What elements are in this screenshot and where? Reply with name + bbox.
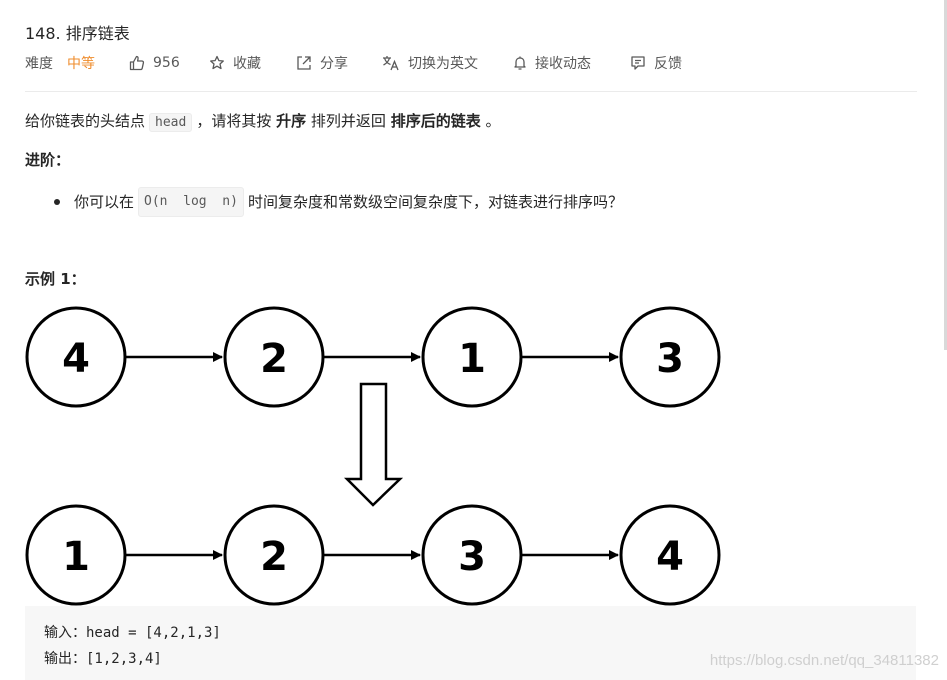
bottom-node: 2 <box>223 504 325 606</box>
difficulty: 难度 中等 <box>25 52 95 74</box>
share-icon <box>297 56 311 70</box>
top-list: 4 2 1 3 <box>25 306 721 408</box>
output-line: 输出：[1,2,3,4] <box>44 651 162 667</box>
node-value: 1 <box>62 534 90 580</box>
top-node: 2 <box>223 306 325 408</box>
node-value: 4 <box>62 336 90 382</box>
linked-list-diagram: 4 2 1 3 1 2 3 <box>25 306 721 606</box>
bullet-suffix: 时间复杂度和常数级空间复杂度下，对链表进行排序吗？ <box>247 193 623 211</box>
bottom-node: 3 <box>421 504 523 606</box>
scrollbar[interactable] <box>944 0 947 350</box>
subscribe-button[interactable]: 接收动态 <box>513 52 591 74</box>
desc-part4: 。 <box>485 112 501 130</box>
example-heading: 示例 1： <box>25 270 86 288</box>
desc-bold-sorted-list: 排序后的链表 <box>390 112 481 130</box>
subscribe-label: 接收动态 <box>535 56 591 72</box>
bottom-node: 4 <box>619 504 721 606</box>
star-icon <box>210 55 224 70</box>
bottom-list: 1 2 3 4 <box>25 504 721 606</box>
difficulty-label: 难度 <box>25 56 53 72</box>
advance-heading: 进阶： <box>25 151 71 169</box>
share-label: 分享 <box>320 56 348 72</box>
thumbs-up-icon <box>129 55 145 71</box>
share-button[interactable]: 分享 <box>296 52 348 74</box>
problem-title: 148. 排序链表 <box>25 24 130 43</box>
difficulty-value: 中等 <box>67 56 95 72</box>
desc-bold-ascending: 升序 <box>276 112 307 130</box>
favorite-button[interactable]: 收藏 <box>209 52 261 74</box>
desc-part1: 给你链表的头结点 <box>25 112 146 130</box>
top-node: 1 <box>421 306 523 408</box>
divider <box>25 91 917 92</box>
like-button[interactable]: 956 <box>129 52 180 74</box>
node-value: 3 <box>458 534 486 580</box>
top-node: 4 <box>25 306 127 408</box>
feedback-button[interactable]: 反馈 <box>630 52 682 74</box>
bottom-node: 1 <box>25 504 127 606</box>
input-line: 输入：head = [4,2,1,3] <box>44 625 221 641</box>
desc-part2: ，请将其按 <box>196 112 272 130</box>
watermark: https://blog.csdn.net/qq_34811382 <box>709 652 939 669</box>
desc-part3: 排列并返回 <box>310 112 386 130</box>
node-value: 3 <box>656 336 684 382</box>
node-value: 2 <box>260 534 288 580</box>
translate-icon <box>383 56 399 71</box>
like-count: 956 <box>153 55 180 71</box>
sort-down-arrow <box>343 382 404 507</box>
translate-button[interactable]: 切换为英文 <box>382 52 478 74</box>
top-node: 3 <box>619 306 721 408</box>
feedback-label: 反馈 <box>654 56 682 72</box>
favorite-label: 收藏 <box>233 56 261 72</box>
node-value: 2 <box>260 336 288 382</box>
feedback-icon <box>631 56 645 70</box>
node-value: 4 <box>656 534 684 580</box>
translate-label: 切换为英文 <box>408 56 478 72</box>
inline-code-head: head <box>149 113 193 132</box>
bell-icon <box>514 56 526 70</box>
node-value: 1 <box>458 336 486 382</box>
bullet-prefix: 你可以在 <box>74 193 135 211</box>
example-code-block: 输入：head = [4,2,1,3] 输出：[1,2,3,4] <box>25 606 916 680</box>
inline-code-complexity: O(n log n) <box>138 187 244 217</box>
bullet-dot <box>54 199 60 205</box>
